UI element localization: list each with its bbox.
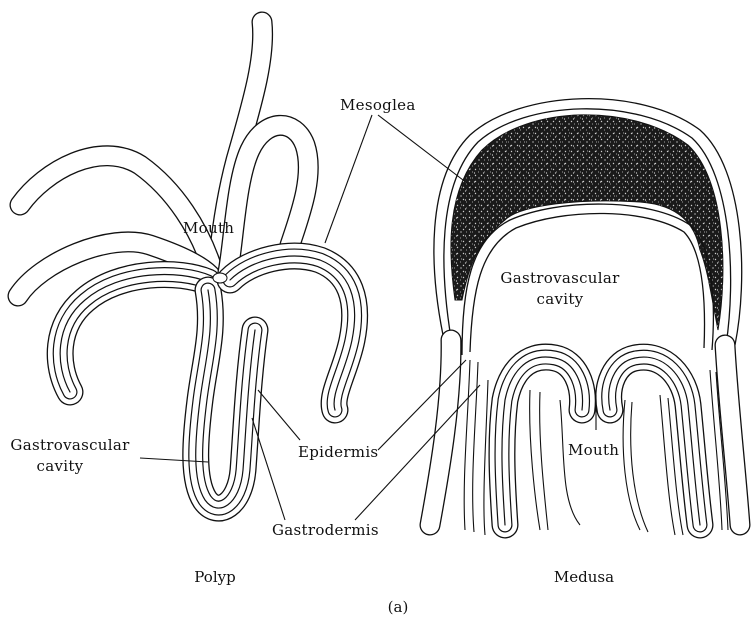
polyp-cavity-label-line2: cavity [37, 457, 84, 475]
polyp-body [60, 256, 354, 508]
panel-caption: (a) [388, 598, 409, 616]
polyp-cavity-label-line1: Gastrovascular [10, 436, 130, 454]
mesoglea-label: Mesoglea [340, 96, 416, 114]
polyp-mouth-label: Mouth [183, 219, 234, 237]
mesoglea-leader-medusa [378, 115, 480, 193]
medusa-caption: Medusa [554, 568, 614, 586]
epidermis-leader-polyp [258, 390, 300, 440]
medusa-cavity-label-line1: Gastrovascular [500, 269, 620, 287]
gastrodermis-label: Gastrodermis [272, 521, 379, 539]
medusa [430, 99, 742, 535]
polyp-caption: Polyp [194, 568, 235, 586]
gastrodermis-leader-polyp [252, 418, 285, 520]
mesoglea-leader-polyp [325, 115, 372, 243]
captions: Polyp Medusa (a) [194, 568, 614, 616]
medusa-mouth-label: Mouth [568, 441, 619, 459]
medusa-cavity-label-line2: cavity [537, 290, 584, 308]
polyp-mouth-opening [213, 273, 227, 283]
epidermis-label: Epidermis [298, 443, 378, 461]
